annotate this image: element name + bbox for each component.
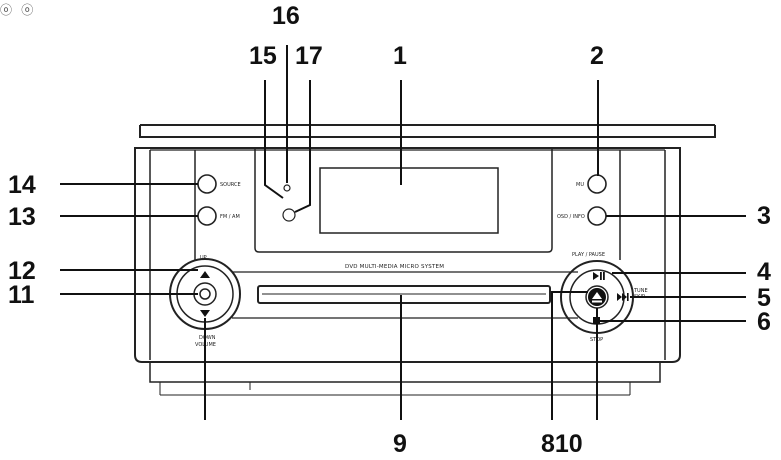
play-pause-label: PLAY / PAUSE xyxy=(572,252,605,258)
fm-am-button[interactable] xyxy=(197,206,217,226)
osd-info-label: OSD / INFO xyxy=(557,214,585,220)
device-body xyxy=(134,124,716,396)
callout-14: 14 xyxy=(8,171,36,199)
display-bezel xyxy=(254,148,553,253)
header-fragment: ⓞ⠀ⓞ xyxy=(0,3,33,17)
mute-button[interactable] xyxy=(587,174,607,194)
up-label: UP xyxy=(200,255,207,261)
callout-12: 12 xyxy=(8,257,36,285)
callout-5: 5 xyxy=(757,284,771,312)
callout-1: 1 xyxy=(393,42,407,70)
indicator-led xyxy=(283,184,291,192)
mute-label: MU xyxy=(576,182,584,188)
callout-15: 15 xyxy=(249,42,277,70)
play-pause-icon[interactable] xyxy=(593,272,605,280)
callout-11: 11 xyxy=(8,281,35,309)
display-window xyxy=(319,167,499,234)
source-label: SOURCE xyxy=(220,182,241,188)
outer-frame xyxy=(134,147,681,363)
eject-button[interactable] xyxy=(588,288,606,306)
disc-slot[interactable] xyxy=(257,285,551,304)
callout-8-10: 810 xyxy=(541,430,583,458)
callout-17: 17 xyxy=(295,42,323,70)
callout-9: 9 xyxy=(393,430,407,458)
callout-3: 3 xyxy=(757,202,771,230)
osd-info-button[interactable] xyxy=(587,206,607,226)
brand-label: DVD MULTI-MEDIA MICRO SYSTEM xyxy=(345,264,444,270)
volume-up-icon[interactable] xyxy=(200,271,210,278)
remote-sensor xyxy=(282,208,296,222)
skip-next-icon[interactable] xyxy=(617,293,629,301)
leader-lines xyxy=(60,45,746,420)
tuning-label-1: TUNE xyxy=(633,288,648,294)
fm-am-label: FM / AM xyxy=(220,214,240,220)
callout-numbers: 16 15 17 1 2 3 4 5 6 14 13 12 11 9 810 7 xyxy=(8,2,771,458)
callout-2: 2 xyxy=(590,42,604,70)
callout-6: 6 xyxy=(757,308,771,336)
display-assembly xyxy=(254,148,553,253)
volume-down-icon[interactable] xyxy=(200,310,210,317)
callout-4: 4 xyxy=(757,258,771,286)
down-label: DOWN xyxy=(199,335,216,341)
source-button[interactable] xyxy=(197,174,217,194)
callout-13: 13 xyxy=(8,203,36,231)
callout-16: 16 xyxy=(272,2,300,30)
top-lid xyxy=(139,125,716,138)
base-plinth xyxy=(149,362,661,383)
